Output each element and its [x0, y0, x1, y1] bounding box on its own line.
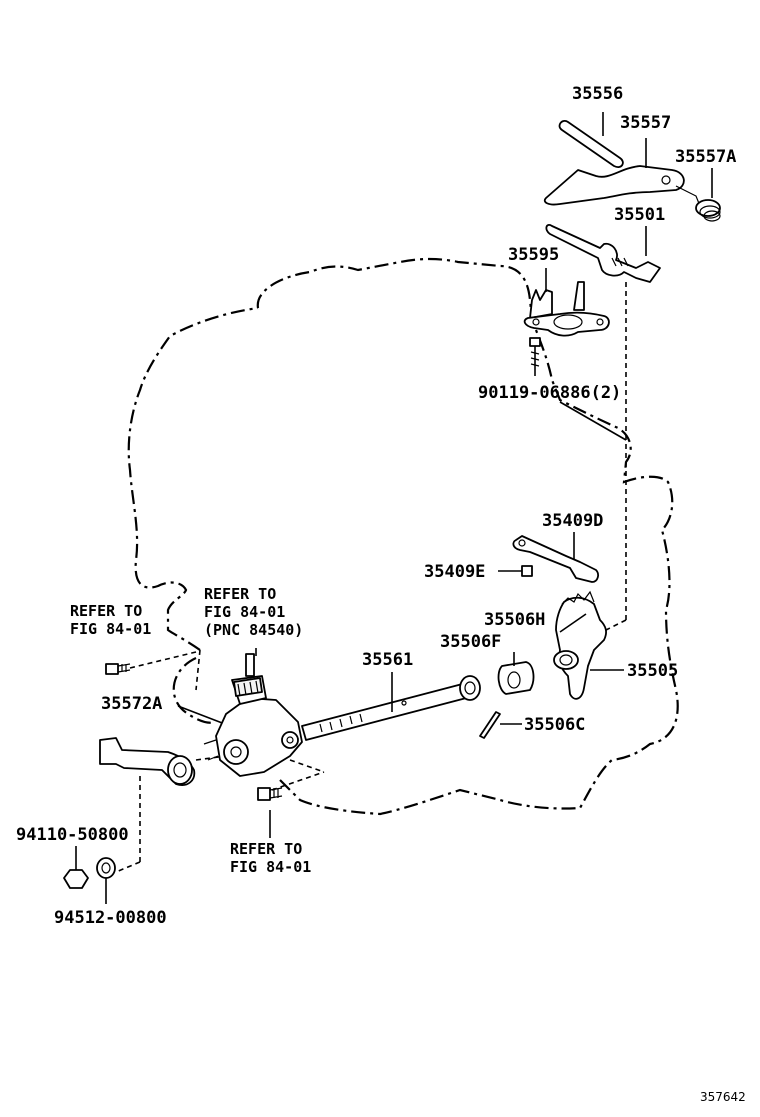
label-35409D: 35409D	[542, 511, 604, 531]
shaft-35561	[301, 672, 481, 741]
label-35595: 35595	[508, 245, 560, 265]
washer-94512	[96, 857, 116, 904]
align-line-left-bolt	[129, 651, 197, 669]
detent-lever-35505	[553, 590, 624, 700]
bolt-left-ref	[105, 663, 131, 675]
label-90119-06886: 90119-06886(2)	[478, 383, 622, 403]
label-35506C: 35506C	[524, 715, 586, 735]
label-35561: 35561	[362, 650, 414, 670]
label-35501: 35501	[614, 205, 666, 225]
label-94110-50800: 94110-50800	[16, 825, 129, 845]
lever-35557	[543, 138, 685, 206]
bolt-lower-ref	[257, 787, 283, 838]
bolt-35409E	[498, 565, 533, 577]
label-35556: 35556	[572, 84, 624, 104]
collar-35506F	[497, 652, 535, 695]
case-inner-contour	[172, 657, 215, 724]
pin-35556	[558, 112, 624, 168]
align-line-sensor-bolt	[271, 771, 325, 791]
label-35572A: 35572A	[101, 694, 163, 714]
refer-note-top-line2: FIG 84-01	[204, 603, 286, 621]
bracket-35595	[523, 268, 610, 337]
refer-note-top-line1: REFER TO	[204, 585, 277, 603]
align-line-bracket-nut	[115, 861, 141, 873]
leader-35506H	[559, 613, 587, 633]
refer-note-left-line1: REFER TO	[70, 602, 143, 620]
label-35557A: 35557A	[675, 147, 737, 167]
bracket-35572A	[99, 705, 231, 786]
label-35506H: 35506H	[484, 610, 546, 630]
bolt-90119	[529, 337, 627, 441]
refer-note-left: REFER TO FIG 84-01	[70, 602, 151, 638]
spring-35557A	[675, 168, 721, 222]
refer-note-left-line2: FIG 84-01	[70, 620, 152, 638]
label-35557: 35557	[620, 113, 672, 133]
label-35506F: 35506F	[440, 632, 502, 652]
nut-94110	[63, 846, 89, 889]
refer-note-top: REFER TO FIG 84-01 (PNC 84540)	[204, 585, 303, 639]
transmission-case-outline	[127, 257, 679, 816]
pin-35506C	[479, 711, 522, 739]
align-line-sensor-bolt2	[289, 759, 325, 773]
rod-35501	[545, 224, 661, 283]
align-line-upper-sensor	[195, 649, 201, 691]
plate-35409D	[512, 532, 599, 583]
neutral-start-switch	[203, 653, 303, 777]
label-35505: 35505	[627, 661, 679, 681]
refer-note-bottom: REFER TO FIG 84-01	[230, 840, 311, 876]
refer-note-bottom-line1: REFER TO	[230, 840, 303, 858]
label-94512-00800: 94512-00800	[54, 908, 167, 928]
align-line-35505	[605, 619, 627, 631]
label-35409E: 35409E	[424, 562, 486, 582]
figure-number: 357642	[700, 1090, 746, 1104]
refer-note-bottom-line2: FIG 84-01	[230, 858, 312, 876]
refer-note-top-line3: (PNC 84540)	[204, 621, 304, 639]
